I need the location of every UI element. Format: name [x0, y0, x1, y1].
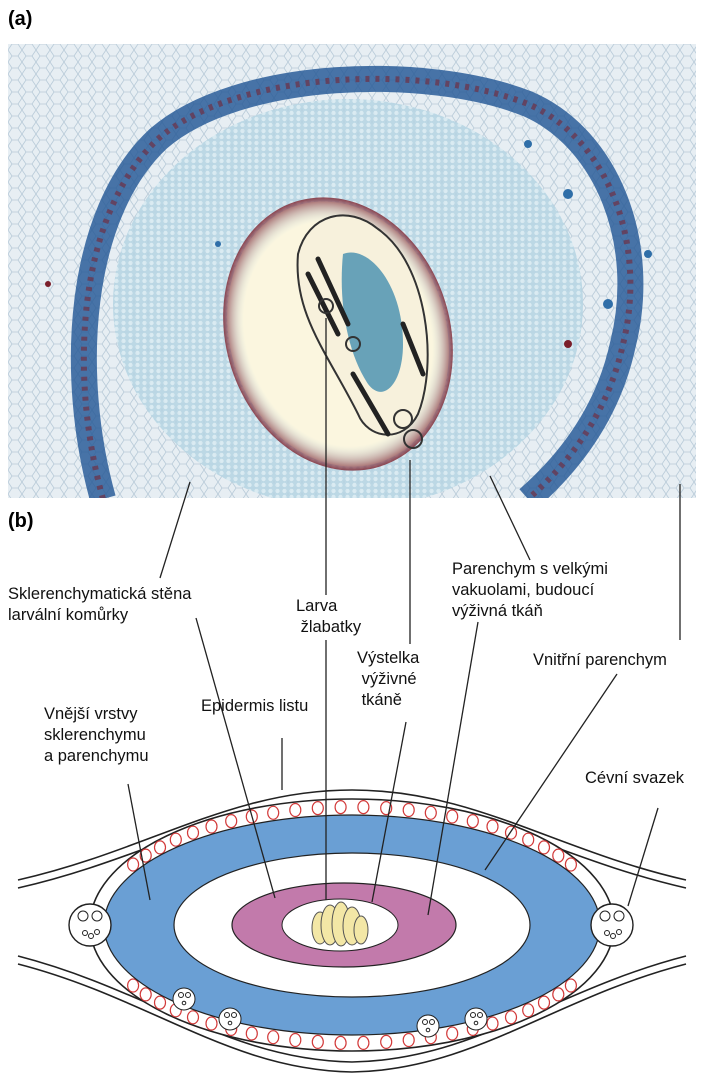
epidermis-cell: [447, 810, 458, 823]
epidermis-cell: [268, 1031, 279, 1044]
epidermis-cell: [312, 1035, 323, 1048]
epidermis-cell: [403, 804, 414, 817]
epidermis-cell: [447, 1027, 458, 1040]
epidermis-cell: [335, 801, 346, 814]
label-vnejsi-vrstvy: Vnější vrstvy sklerenchymu a parenchymu: [44, 704, 149, 767]
label-sklerenchymaticka-stena: Sklerenchymatická stěna larvální komůrky: [8, 584, 191, 626]
epidermis-cell: [487, 820, 498, 833]
epidermis-cell: [565, 979, 576, 992]
epidermis-cell: [467, 815, 478, 828]
epidermis-cell: [170, 833, 181, 846]
epidermis-cell: [335, 1036, 346, 1049]
epidermis-cell: [246, 1027, 257, 1040]
epidermis-cell: [553, 988, 564, 1001]
epidermis-cell: [506, 1011, 517, 1024]
epidermis-cell: [523, 833, 534, 846]
epidermis-cell: [487, 1017, 498, 1030]
label-cevni-svazek: Cévní svazek: [585, 768, 684, 789]
epidermis-cell: [188, 826, 199, 839]
epidermis-cell: [539, 996, 550, 1009]
epidermis-cell: [206, 1017, 217, 1030]
epidermis-cell: [155, 996, 166, 1009]
label-vystelka: Výstelka výživné tkáně: [357, 648, 419, 711]
label-epidermis-listu: Epidermis listu: [201, 696, 308, 717]
epidermis-cell: [206, 820, 217, 833]
vascular-bundle-left: [69, 904, 111, 946]
label-larva: Larva žlabatky: [296, 596, 361, 638]
epidermis-cell: [312, 802, 323, 815]
epidermis-cell: [188, 1011, 199, 1024]
epidermis-cell: [523, 1004, 534, 1017]
epidermis-cell: [539, 841, 550, 854]
epidermis-cell: [290, 1034, 301, 1047]
epidermis-cell: [553, 849, 564, 862]
vascular-bundle-right: [591, 904, 633, 946]
epidermis-cell: [358, 801, 369, 814]
epidermis-cell: [358, 1036, 369, 1049]
label-parenchym-vakuoly: Parenchym s velkými vakuolami, budoucí v…: [452, 559, 608, 622]
epidermis-cell: [128, 979, 139, 992]
epidermis-cell: [128, 858, 139, 871]
epidermis-cell: [425, 806, 436, 819]
epidermis-cell: [268, 806, 279, 819]
epidermis-cell: [226, 815, 237, 828]
epidermis-cell: [140, 988, 151, 1001]
epidermis-cell: [290, 804, 301, 817]
epidermis-cell: [381, 1035, 392, 1048]
epidermis-cell: [565, 858, 576, 871]
label-vnitrni-parenchym: Vnitřní parenchym: [533, 650, 667, 671]
epidermis-cell: [155, 841, 166, 854]
epidermis-cell: [403, 1034, 414, 1047]
